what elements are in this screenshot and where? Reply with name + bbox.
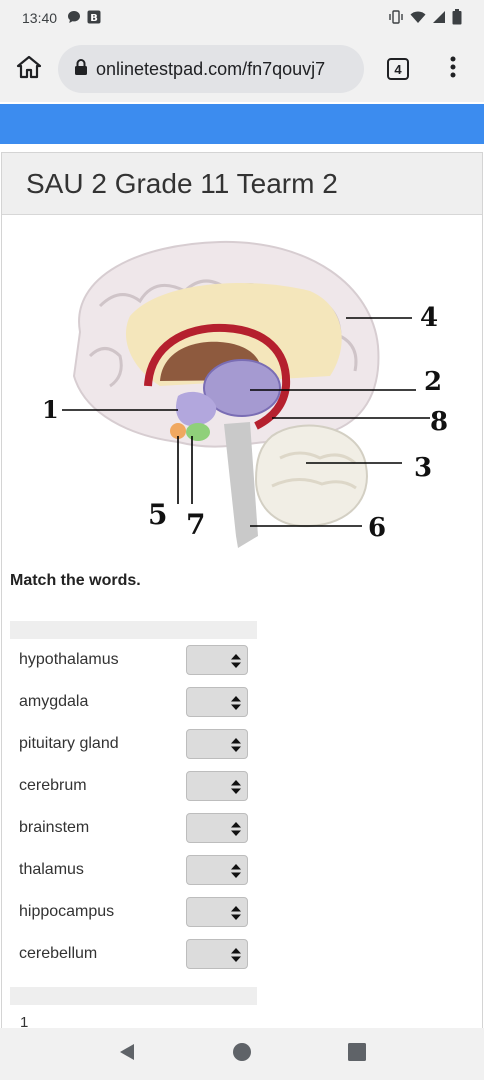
select-arrows-icon: [231, 738, 241, 752]
select-arrows-icon: [231, 696, 241, 710]
select-arrows-icon: [231, 864, 241, 878]
match-row: hippocampus: [10, 891, 257, 933]
match-select-dropdown[interactable]: [186, 645, 248, 675]
test-title: SAU 2 Grade 11 Tearm 2: [26, 167, 338, 199]
match-select-dropdown[interactable]: [186, 813, 248, 843]
page-number: 1: [20, 1014, 29, 1028]
back-button[interactable]: [117, 1042, 137, 1067]
match-table: hypothalamus amygdala pituitary gland cereb…: [10, 621, 257, 975]
vibrate-icon: [388, 9, 404, 27]
site-header-bar: [0, 104, 484, 144]
match-term-label: hypothalamus: [19, 651, 119, 668]
match-row: pituitary gland: [10, 723, 257, 765]
match-row: thalamus: [10, 849, 257, 891]
lock-icon: [74, 58, 88, 81]
match-select-dropdown[interactable]: [186, 771, 248, 801]
diagram-label-6: 6: [368, 513, 386, 543]
page-content: SAU 2 Grade 11 Tearm 2: [0, 152, 484, 1028]
diagram-label-5: 5: [148, 498, 167, 531]
match-select-dropdown[interactable]: [186, 897, 248, 927]
back-icon: [120, 1043, 135, 1060]
recents-icon: [347, 1042, 366, 1061]
more-vert-icon: [450, 56, 456, 83]
brain-diagram: 1 2 3 4 5 6 7 8: [42, 240, 448, 548]
svg-text:B: B: [90, 13, 98, 24]
address-bar[interactable]: onlinetestpad.com/fn7qouvj7: [58, 45, 364, 93]
match-term-label: hippocampus: [19, 903, 115, 920]
match-row: cerebellum: [10, 933, 257, 975]
select-arrows-icon: [231, 822, 241, 836]
signal-icon: [432, 10, 446, 27]
diagram-label-8: 8: [430, 407, 448, 437]
home-nav-button[interactable]: [232, 1042, 252, 1067]
select-arrows-icon: [231, 948, 241, 962]
recents-button[interactable]: [347, 1042, 367, 1067]
wifi-icon: [410, 10, 426, 27]
match-row: hypothalamus: [10, 639, 257, 681]
home-icon: [16, 55, 42, 84]
status-time: 13:40: [22, 10, 58, 26]
b-badge-icon: B: [87, 10, 101, 27]
status-bar: 13:40 B: [0, 0, 484, 36]
match-term-label: cerebellum: [19, 945, 98, 962]
diagram-label-2: 2: [424, 367, 442, 397]
diagram-label-3: 3: [414, 453, 432, 483]
match-table-header: [10, 621, 257, 639]
battery-icon: [452, 8, 462, 28]
browser-menu-button[interactable]: [428, 36, 478, 102]
message-icon: [67, 10, 81, 27]
diagram-label-1: 1: [42, 395, 59, 424]
tab-switcher-button[interactable]: 4: [368, 36, 428, 102]
match-select-dropdown[interactable]: [186, 855, 248, 885]
match-term-label: brainstem: [19, 819, 90, 836]
match-term-label: cerebrum: [19, 777, 87, 794]
match-select-dropdown[interactable]: [186, 687, 248, 717]
diagram-label-7: 7: [186, 508, 205, 541]
match-select-dropdown[interactable]: [186, 729, 248, 759]
match-select-dropdown[interactable]: [186, 939, 248, 969]
home-button[interactable]: [0, 36, 58, 102]
browser-toolbar: onlinetestpad.com/fn7qouvj7 4: [0, 36, 484, 102]
match-term-label: amygdala: [19, 693, 89, 710]
match-term-label: thalamus: [19, 861, 84, 878]
circle-home-icon: [232, 1042, 251, 1061]
match-table-footer: [10, 987, 257, 1005]
tab-count: 4: [387, 58, 409, 80]
test-header: SAU 2 Grade 11 Tearm 2: [2, 153, 482, 215]
diagram-label-4: 4: [420, 303, 438, 333]
match-row: brainstem: [10, 807, 257, 849]
question-instruction: Match the words.: [10, 572, 141, 589]
system-nav-bar: [0, 1028, 484, 1080]
match-row: amygdala: [10, 681, 257, 723]
test-card: SAU 2 Grade 11 Tearm 2: [1, 152, 483, 1028]
select-arrows-icon: [231, 780, 241, 794]
select-arrows-icon: [231, 906, 241, 920]
url-text: onlinetestpad.com/fn7qouvj7: [96, 58, 326, 79]
match-row: cerebrum: [10, 765, 257, 807]
select-arrows-icon: [231, 654, 241, 668]
match-term-label: pituitary gland: [19, 735, 119, 752]
